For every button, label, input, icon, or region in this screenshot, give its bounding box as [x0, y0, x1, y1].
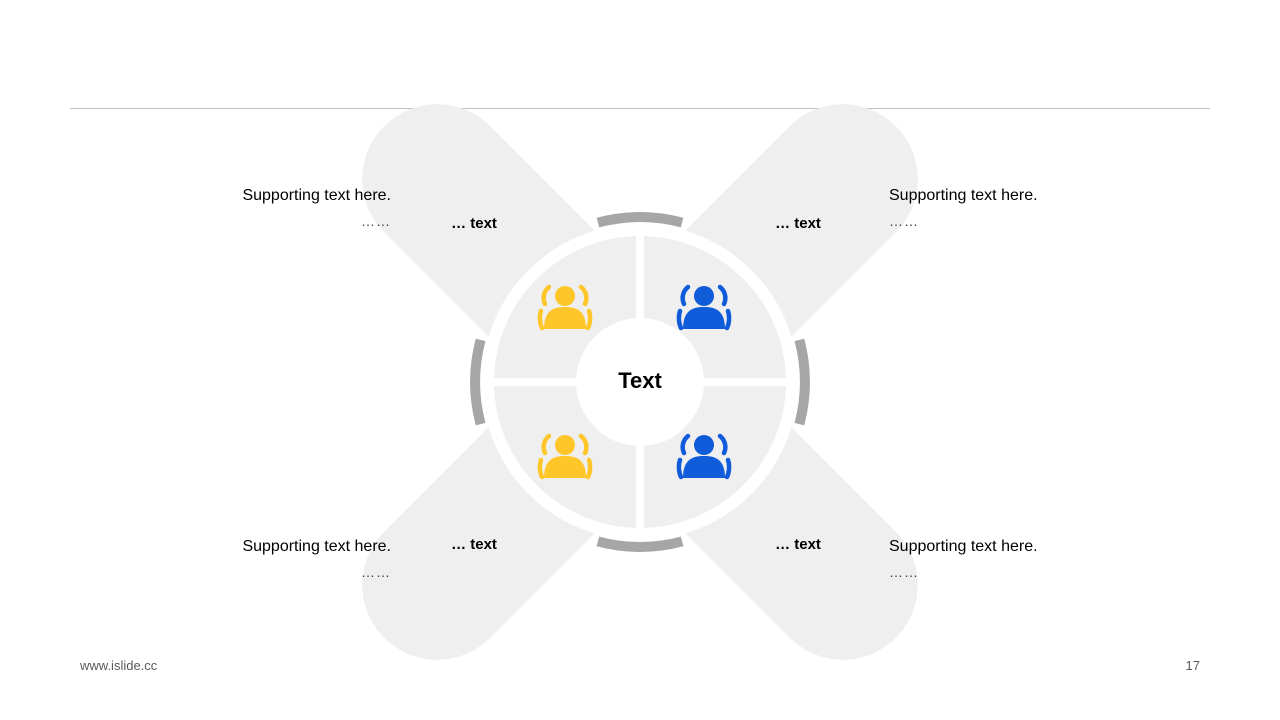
supporting-detail: …… — [361, 213, 391, 229]
petal-label-top-left: … text — [451, 215, 497, 232]
supporting-detail: …… — [889, 564, 919, 580]
center-label: Text — [618, 368, 662, 393]
user-group-icon — [537, 433, 593, 480]
petal-label-top-right: … text — [775, 215, 821, 232]
ring-arcs — [470, 212, 810, 552]
page-number: 17 — [1185, 658, 1200, 673]
supporting-heading: Supporting text here. — [889, 187, 1038, 204]
supporting-text-top-left: Supporting text here. …… — [242, 183, 391, 233]
supporting-text-bottom-right: Supporting text here. …… — [889, 534, 1038, 584]
user-group-icon — [676, 433, 732, 480]
supporting-detail: …… — [889, 213, 919, 229]
footer-website: www.islide.cc — [80, 658, 158, 673]
ring-arc-right — [794, 338, 810, 426]
ring-arc-left — [470, 338, 486, 426]
user-group-icon — [537, 284, 593, 331]
center-hub — [576, 318, 704, 446]
supporting-text-top-right: Supporting text here. …… — [889, 183, 1038, 233]
supporting-heading: Supporting text here. — [242, 538, 391, 555]
petal-label-bottom-left: … text — [451, 536, 497, 553]
user-group-icon — [676, 284, 732, 331]
petal-label-bottom-right: … text — [775, 536, 821, 553]
supporting-detail: …… — [361, 564, 391, 580]
supporting-text-bottom-left: Supporting text here. …… — [242, 534, 391, 584]
supporting-heading: Supporting text here. — [242, 187, 391, 204]
supporting-heading: Supporting text here. — [889, 538, 1038, 555]
ring-arc-top — [596, 212, 684, 228]
ring-arc-bottom — [596, 536, 684, 552]
top-divider — [70, 108, 1210, 109]
